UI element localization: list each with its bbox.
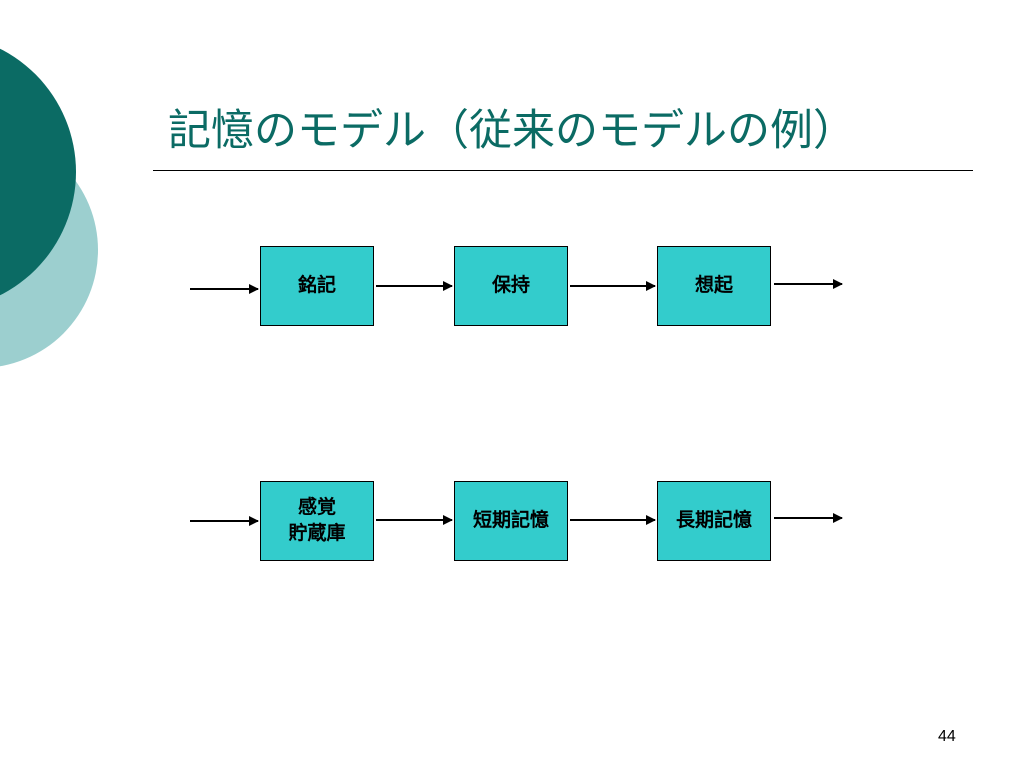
box-retention-label: 保持 — [491, 274, 530, 297]
box-short-term-memory: 短期記憶 — [454, 481, 568, 561]
box-recall-label: 想起 — [694, 274, 733, 297]
dark-teal-circle — [0, 48, 76, 296]
slide-title: 記憶のモデル（従来のモデルの例） — [168, 106, 856, 156]
box-recall: 想起 — [657, 246, 771, 326]
box-sensory-store: 感覚 貯蔵庫 — [260, 481, 374, 561]
box-retention: 保持 — [454, 246, 568, 326]
box-encoding-label: 銘記 — [297, 274, 336, 297]
box-encoding: 銘記 — [260, 246, 374, 326]
box-long-term-memory: 長期記憶 — [657, 481, 771, 561]
box-long-term-memory-label: 長期記憶 — [675, 509, 752, 532]
box-short-term-memory-label: 短期記憶 — [472, 509, 549, 532]
title-divider — [153, 170, 973, 171]
page-number: 44 — [938, 728, 956, 745]
box-sensory-store-line1: 感覚 — [297, 496, 336, 519]
box-sensory-store-line2: 貯蔵庫 — [288, 522, 346, 544]
